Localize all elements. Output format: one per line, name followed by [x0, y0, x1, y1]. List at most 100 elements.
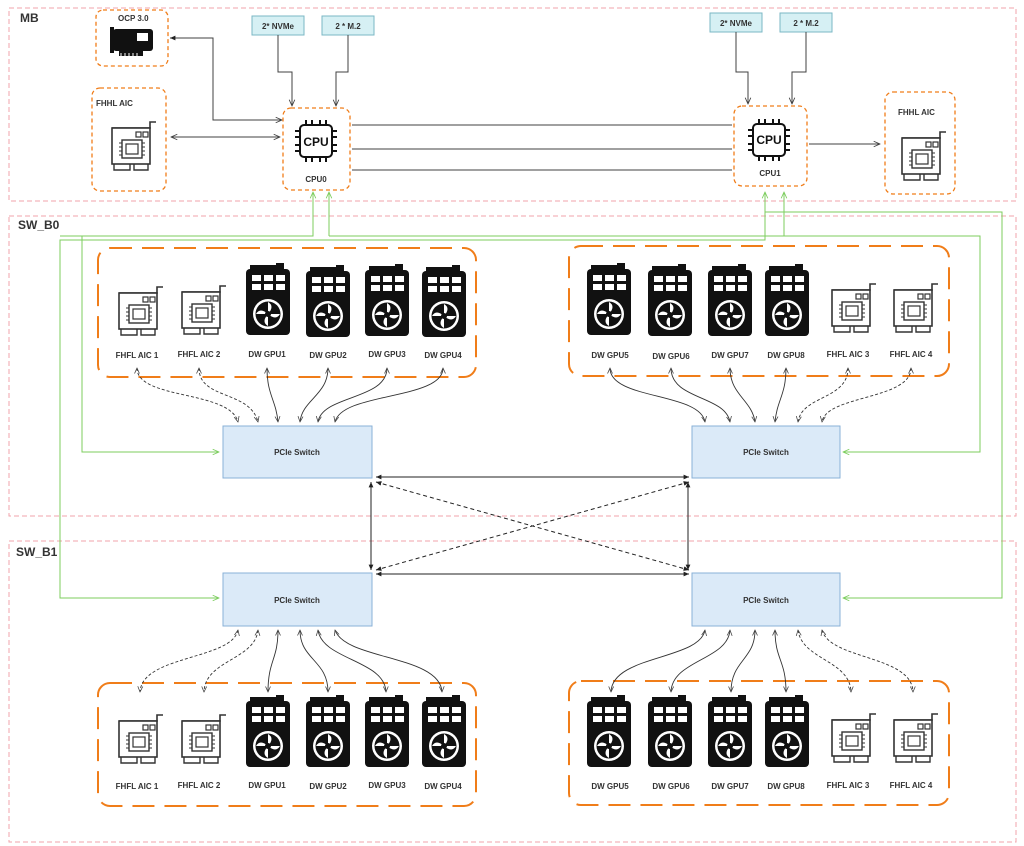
fhhl-aic-label: FHHL AIC: [96, 99, 133, 108]
fhhl-aic-right: FHHL AIC: [884, 91, 956, 195]
cpu-switch-links: [59, 192, 1003, 598]
gpu-icon: [306, 265, 350, 337]
device-label: DW GPU8: [767, 782, 805, 791]
gpu-icon: [246, 695, 290, 767]
device: DW GPU3: [365, 695, 409, 790]
device: FHFL AIC 2: [178, 714, 227, 790]
device: DW GPU7: [708, 695, 752, 791]
cpu-chip-text: CPU: [303, 135, 328, 149]
device: DW GPU4: [422, 695, 466, 791]
cpu1: CPU CPU1: [733, 105, 808, 187]
device-label: DW GPU6: [652, 352, 690, 361]
device-label: DW GPU1: [248, 781, 286, 790]
device: FHFL AIC 1: [116, 714, 164, 791]
device: FHFL AIC 1: [116, 286, 164, 360]
pcie-switch-b1-left: PCIe Switch: [222, 572, 373, 627]
device-label: DW GPU1: [248, 350, 286, 359]
device-label: DW GPU4: [424, 782, 462, 791]
cpu-label: CPU0: [305, 175, 327, 184]
device-label: FHFL AIC 4: [890, 781, 933, 790]
aic-card-icon: [831, 713, 877, 763]
nvme-label: 2* NVMe: [262, 22, 295, 31]
device: DW GPU2: [306, 695, 350, 791]
device-label: DW GPU3: [368, 781, 406, 790]
ocp-card: OCP 3.0: [95, 9, 169, 67]
switch-label: PCIe Switch: [743, 448, 789, 457]
switch-label: PCIe Switch: [274, 596, 320, 605]
device: DW GPU1: [246, 695, 290, 790]
device: FHFL AIC 3: [827, 713, 877, 790]
aic-card-icon: [118, 714, 164, 764]
device: DW GPU1: [246, 263, 290, 359]
device-label: DW GPU7: [711, 782, 749, 791]
links-top-right: [610, 368, 911, 422]
gpu-icon: [365, 264, 409, 336]
device: DW GPU5: [587, 695, 631, 791]
aic-card-icon: [111, 121, 157, 171]
region-label: SW_B1: [16, 545, 58, 559]
pcie-switch-b0-right: PCIe Switch: [691, 425, 841, 479]
group-bottom-right: DW GPU5 DW GPU6 DW GPU7 DW GPU8 FHFL AIC…: [587, 695, 939, 791]
region-sw-b1: SW_B1: [8, 540, 1017, 843]
device-label: DW GPU5: [591, 782, 629, 791]
aic-card-icon: [118, 286, 164, 336]
device-label: DW GPU2: [309, 351, 347, 360]
device-label: FHFL AIC 1: [116, 782, 159, 791]
device: FHFL AIC 2: [178, 285, 227, 359]
gpu-icon: [306, 695, 350, 767]
gpu-icon: [765, 264, 809, 336]
group-box-bottom-right: [568, 680, 950, 806]
gpu-icon: [246, 263, 290, 335]
m2-cpu1: 2 * M.2: [779, 12, 833, 33]
aic-card-icon: [181, 285, 227, 335]
nvme-cpu1: 2* NVMe: [709, 12, 763, 33]
device: DW GPU5: [587, 263, 631, 360]
device-label: FHFL AIC 2: [178, 781, 221, 790]
links-bottom-right: [611, 630, 913, 692]
gpu-icon: [365, 695, 409, 767]
mb-links: [170, 32, 880, 171]
gpu-icon: [765, 695, 809, 767]
device-label: FHFL AIC 3: [827, 350, 870, 359]
region-mb: MB: [8, 7, 1017, 202]
device: DW GPU8: [765, 264, 809, 360]
gpu-icon: [587, 263, 631, 335]
gpu-icon: [648, 695, 692, 767]
nvme-label: 2* NVMe: [720, 19, 753, 28]
gpu-icon: [708, 264, 752, 336]
switch-label: PCIe Switch: [743, 596, 789, 605]
m2-label: 2 * M.2: [793, 19, 819, 28]
m2-label: 2 * M.2: [335, 22, 361, 31]
switch-label: PCIe Switch: [274, 448, 320, 457]
device-label: DW GPU7: [711, 351, 749, 360]
device-label: FHFL AIC 1: [116, 351, 159, 360]
gpu-icon: [422, 695, 466, 767]
device: FHFL AIC 3: [827, 283, 877, 359]
gpu-icon: [648, 264, 692, 336]
cpu0: CPU CPU0: [282, 107, 351, 191]
aic-card-icon: [901, 131, 947, 181]
gpu-icon: [708, 695, 752, 767]
device-label: DW GPU5: [591, 351, 629, 360]
device-label: DW GPU4: [424, 351, 462, 360]
links-bottom-left: [140, 630, 442, 692]
device: FHFL AIC 4: [890, 713, 939, 790]
aic-card-icon: [181, 714, 227, 764]
group-box-bottom-left: [97, 682, 477, 807]
device: DW GPU4: [422, 265, 466, 360]
nvme-cpu0: 2* NVMe: [251, 15, 305, 36]
group-bottom-left: FHFL AIC 1 FHFL AIC 2 DW GPU1 DW GPU2 DW…: [116, 695, 466, 791]
links-top-left: [137, 368, 443, 422]
group-top-right: DW GPU5 DW GPU6 DW GPU7 DW GPU8 FHFL AIC…: [587, 263, 939, 361]
fhhl-aic-label: FHHL AIC: [898, 108, 935, 117]
device: DW GPU8: [765, 695, 809, 791]
device-label: FHFL AIC 4: [890, 350, 933, 359]
device: DW GPU6: [648, 264, 692, 361]
pcie-switch-b1-right: PCIe Switch: [691, 572, 841, 627]
aic-card-icon: [893, 713, 939, 763]
switch-interconnects: [368, 474, 691, 577]
device: DW GPU7: [708, 264, 752, 360]
gpu-icon: [422, 265, 466, 337]
gpu-icon: [587, 695, 631, 767]
